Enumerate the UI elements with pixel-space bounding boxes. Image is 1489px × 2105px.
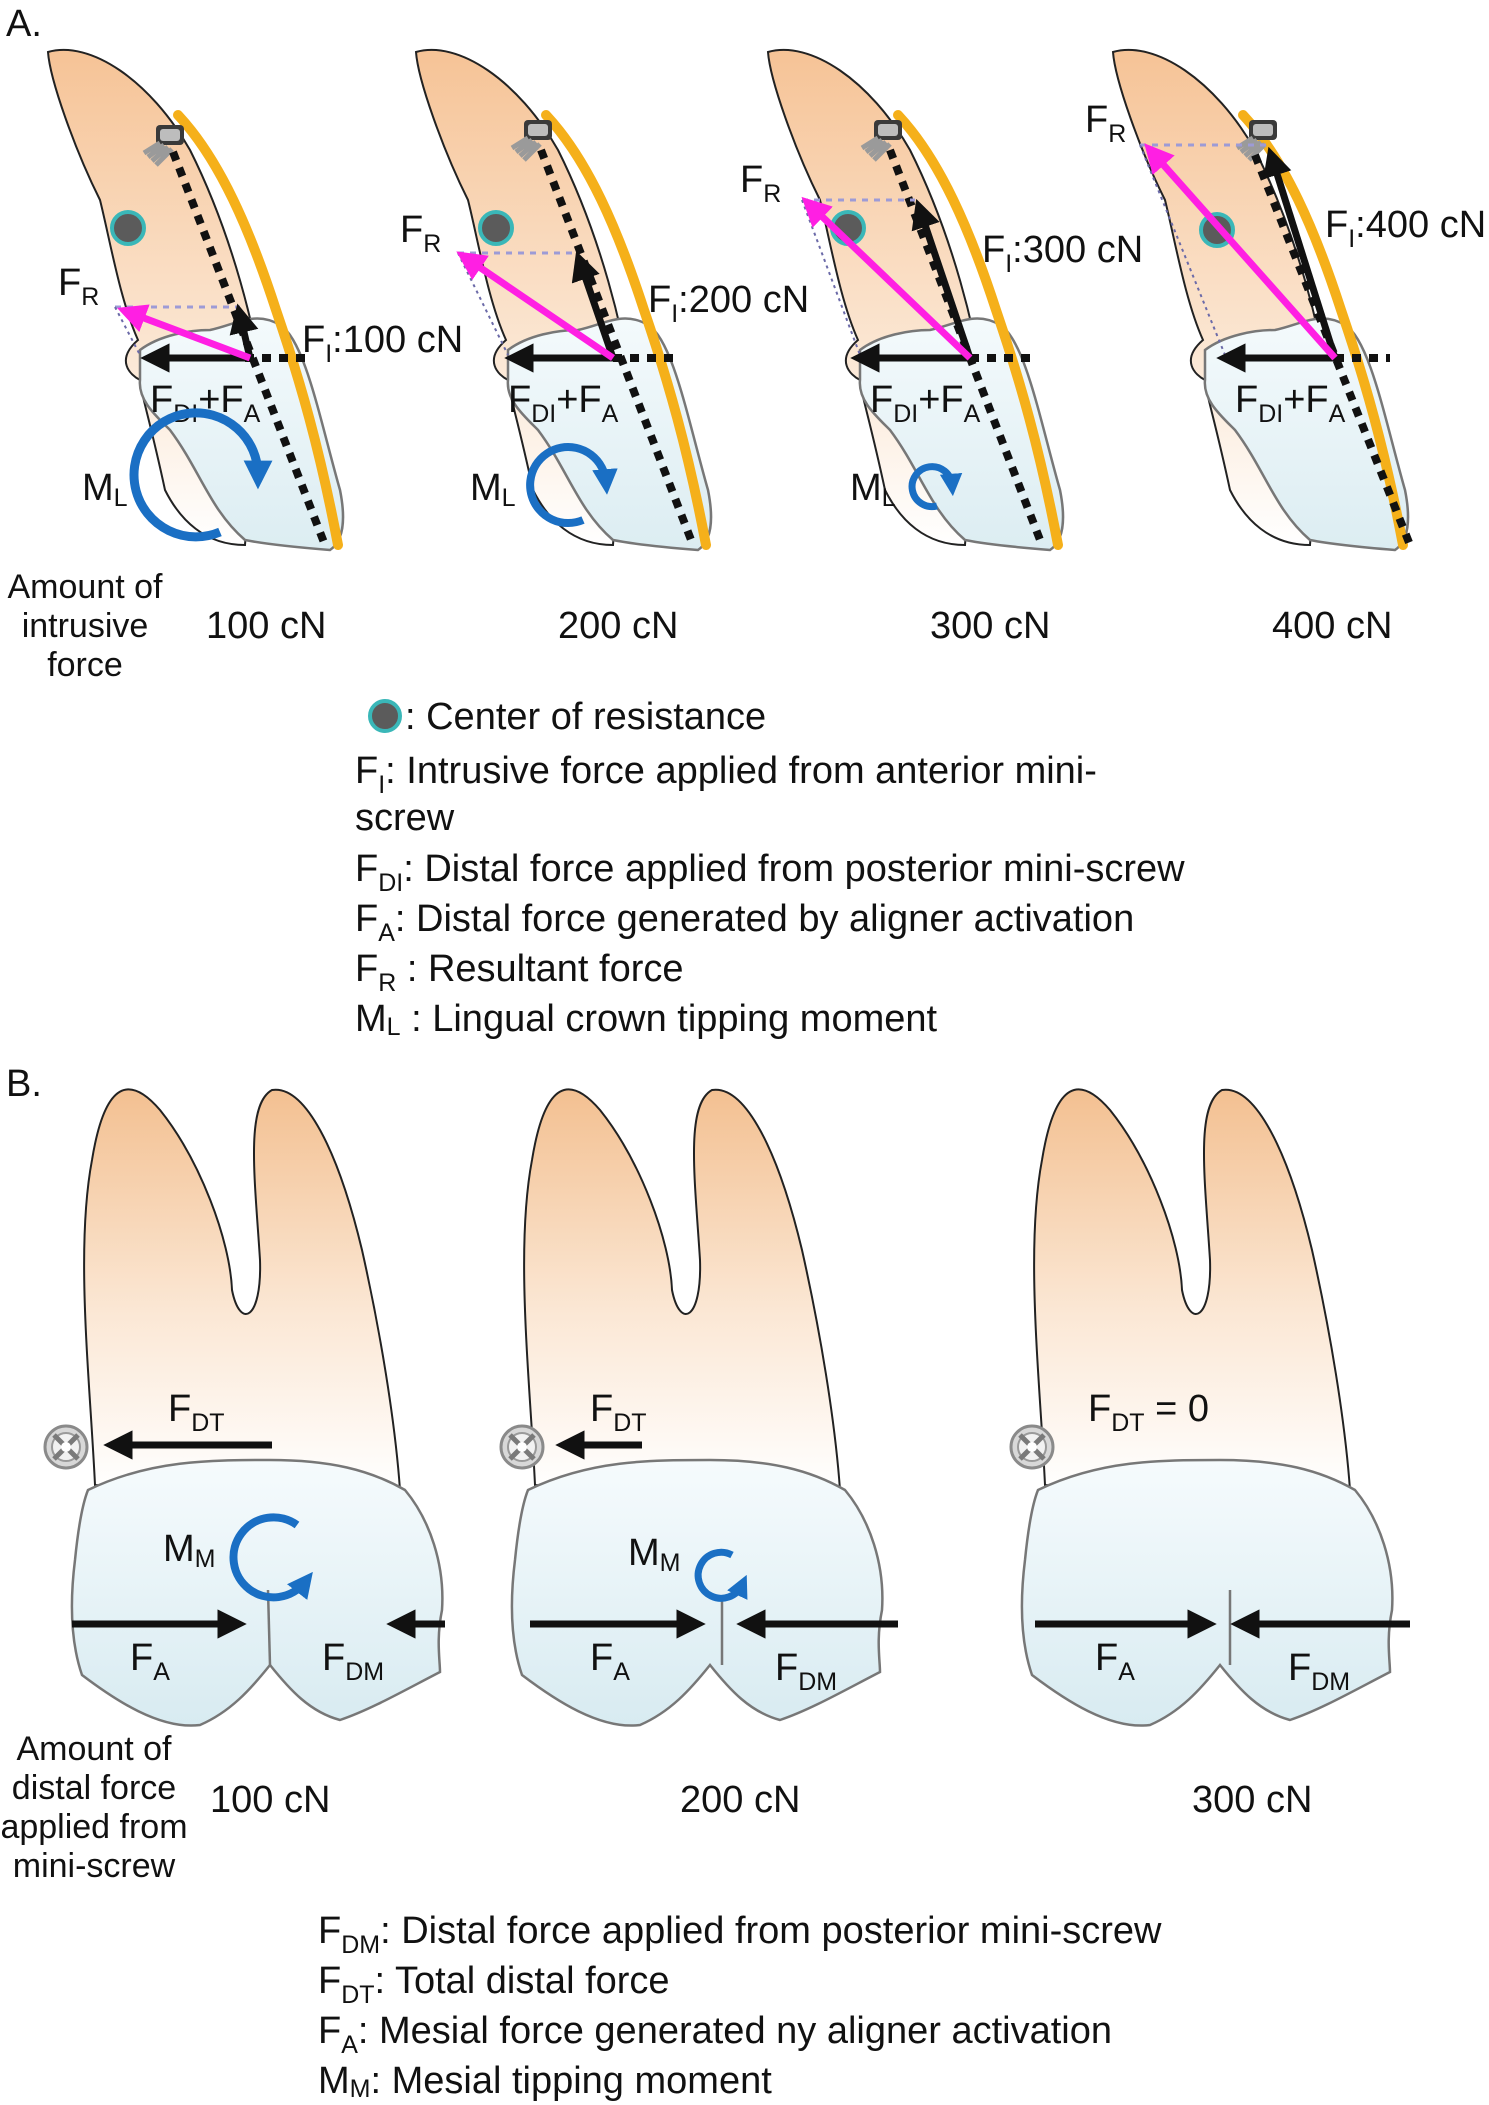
- legend-b: FDM: Distal force applied from posterior…: [318, 1910, 1162, 2103]
- ml-label: ML: [850, 467, 896, 512]
- mm-label: MM: [628, 1532, 680, 1577]
- fa-label: FA: [130, 1637, 170, 1686]
- legend-a-item-2: screw: [355, 797, 455, 839]
- fa-label: FA: [1095, 1637, 1135, 1686]
- mm-label: MM: [163, 1528, 215, 1573]
- incisor-tooth-1: FR FI:100 cN FDI+FA ML: [46, 48, 463, 552]
- row-caption-a-3: force: [47, 646, 123, 684]
- fdt-label: FDT = 0: [1088, 1388, 1209, 1437]
- molar-tooth-1: FDT FA FDM MM: [45, 1088, 445, 1727]
- fdm-label: FDM: [775, 1647, 837, 1696]
- legend-a-item-5: FR : Resultant force: [355, 948, 684, 997]
- amount-b-3: 300 cN: [1192, 1779, 1312, 1821]
- legend-center-resistance-symbol: [368, 699, 402, 733]
- row-caption-a-2: intrusive: [22, 607, 149, 645]
- molar-root: [523, 1088, 842, 1492]
- panel-b-label: B.: [6, 1063, 42, 1105]
- mesial-moment-arrow: [229, 1513, 313, 1602]
- row-caption-a-1: Amount of: [8, 568, 164, 606]
- legend-a-item-4: FA: Distal force generated by aligner ac…: [355, 898, 1134, 947]
- molar-tooth-3: FDT = 0 FA FDM: [1011, 1088, 1410, 1727]
- row-caption-b-2: distal force: [12, 1769, 176, 1807]
- fr-arrow: [1144, 143, 1338, 361]
- amount-a-4: 400 cN: [1272, 605, 1392, 647]
- legend-b-item-2: FA: Mesial force generated ny aligner ac…: [318, 2010, 1112, 2059]
- incisor-tooth-4: FR FI:400 cN FDI+FA: [1085, 48, 1486, 552]
- amount-a-3: 300 cN: [930, 605, 1050, 647]
- row-caption-b-3: applied from: [0, 1808, 187, 1846]
- ml-label: ML: [82, 467, 128, 512]
- legend-a-item-1: FI: Intrusive force applied from anterio…: [355, 750, 1097, 799]
- legend-a-item-6: ML : Lingual crown tipping moment: [355, 998, 938, 1041]
- fdt-label: FDT: [590, 1388, 647, 1437]
- lingual-moment-arrow: [526, 443, 618, 528]
- aligner-edge: [893, 110, 1063, 550]
- incisor-tooth-2: FR FI:200 cN FDI+FA ML: [400, 48, 809, 552]
- legend-b-item-1: FDT: Total distal force: [318, 1960, 670, 2009]
- fi-arrow: [571, 250, 617, 360]
- fdm-label: FDM: [322, 1637, 384, 1686]
- fi-arrow: [911, 198, 974, 360]
- fr-label: FR: [400, 209, 441, 258]
- aligner-edge: [173, 110, 343, 550]
- row-caption-b-4: mini-screw: [13, 1847, 176, 1885]
- resultant-guide-2: [1139, 144, 1226, 356]
- fi-arrow: [1263, 146, 1339, 360]
- fr-arrow: [456, 251, 615, 361]
- mesial-moment-arrow: [694, 1548, 748, 1602]
- molar-tooth-2: FDT FA FDM MM: [501, 1088, 898, 1727]
- aligner-edge: [541, 110, 711, 550]
- fi-label: FI:400 cN: [1325, 204, 1486, 253]
- legend-b-item-0: FDM: Distal force applied from posterior…: [318, 1910, 1162, 1959]
- fdi-fa-label: FDI+FA: [1235, 379, 1346, 428]
- crown-groove: [266, 1589, 272, 1666]
- center-of-resistance: [110, 210, 146, 246]
- fi-label: FI:200 cN: [648, 279, 809, 328]
- molar-group: FDT FA FDM MM FDT FA FDM MM: [45, 1088, 1410, 1727]
- fr-label: FR: [740, 159, 781, 208]
- fr-label: FR: [58, 262, 99, 311]
- fi-label: FI:100 cN: [302, 319, 463, 368]
- resultant-guide-2: [457, 252, 509, 356]
- panel-a-label: A.: [6, 3, 42, 45]
- center-of-resistance: [478, 210, 514, 246]
- incisor-tooth-3: FR FI:300 cN FDI+FA ML: [740, 48, 1143, 552]
- row-caption-b-1: Amount of: [17, 1730, 173, 1768]
- legend-b-item-3: MM: Mesial tipping moment: [318, 2060, 772, 2103]
- amount-a-1: 100 cN: [206, 605, 326, 647]
- fi-arrow: [229, 303, 259, 359]
- fa-label: FA: [590, 1637, 630, 1686]
- ml-label: ML: [470, 467, 516, 512]
- legend-a: : Center of resistance FI: Intrusive for…: [355, 696, 1185, 1041]
- fr-arrow: [801, 196, 973, 361]
- fr-arrow: [116, 304, 252, 362]
- amount-a-2: 200 cN: [558, 605, 678, 647]
- fdm-label: FDM: [1288, 1647, 1350, 1696]
- molar-root: [83, 1088, 402, 1492]
- fdt-label: FDT: [168, 1388, 225, 1437]
- legend-a-item-3: FDI: Distal force applied from posterior…: [355, 848, 1185, 897]
- lingual-moment-arrow: [908, 463, 963, 511]
- long-axis-line: [537, 148, 697, 547]
- fi-label: FI:300 cN: [982, 229, 1143, 278]
- incisor-group: FR FI:100 cN FDI+FA ML FR FI:200 cN FDI+…: [46, 48, 1486, 552]
- lingual-moment-arrow: [129, 408, 273, 542]
- amount-b-1: 100 cN: [210, 1779, 330, 1821]
- molar-root: [1033, 1088, 1352, 1492]
- fdi-fa-label: FDI+FA: [508, 379, 619, 428]
- molar-crown: [1020, 1458, 1394, 1727]
- molar-crown: [510, 1458, 884, 1727]
- legend-a-item-0: : Center of resistance: [405, 696, 766, 738]
- amount-b-2: 200 cN: [680, 1779, 800, 1821]
- fr-label: FR: [1085, 99, 1126, 148]
- fdi-fa-label: FDI+FA: [870, 379, 981, 428]
